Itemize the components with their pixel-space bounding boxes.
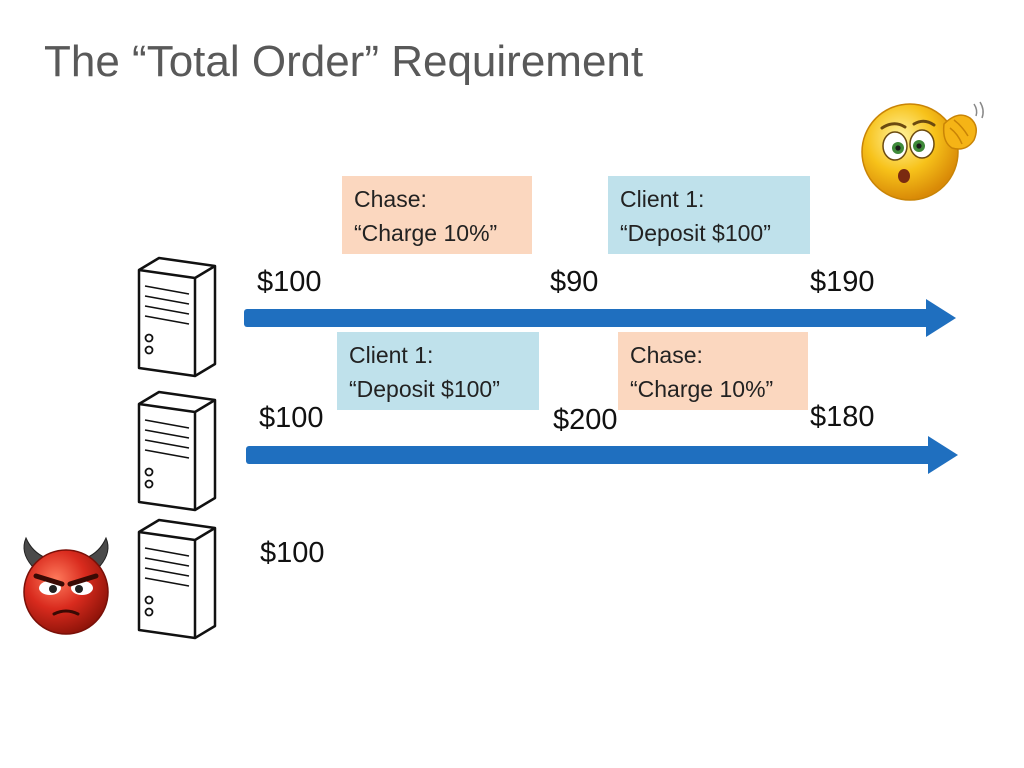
balance-server1-after-second: $190: [810, 266, 875, 298]
op-box-server2-charge: Chase: “Charge 10%”: [618, 332, 808, 410]
op-box-label: Client 1:: [349, 342, 434, 368]
server-icon: [137, 390, 217, 512]
balance-server2-initial: $100: [259, 402, 324, 434]
timeline-arrow-server2: [246, 436, 958, 474]
op-box-server2-deposit: Client 1: “Deposit $100”: [337, 332, 539, 410]
slide-title: The “Total Order” Requirement: [44, 37, 644, 86]
server-icon: [137, 256, 217, 378]
op-box-label: Client 1:: [620, 186, 705, 212]
balance-server1-after-first: $90: [550, 266, 599, 298]
balance-server2-after-first: $200: [553, 404, 618, 436]
devil-emoji-icon: [23, 536, 109, 635]
op-box-label: Chase:: [630, 342, 703, 368]
op-box-command: “Deposit $100”: [349, 376, 500, 402]
op-box-server1-deposit: Client 1: “Deposit $100”: [608, 176, 810, 254]
op-box-command: “Charge 10%”: [354, 220, 498, 246]
balance-server3-initial: $100: [260, 537, 325, 569]
balance-server1-initial: $100: [257, 266, 322, 298]
balance-server2-after-second: $180: [810, 401, 875, 433]
op-box-command: “Deposit $100”: [620, 220, 771, 246]
op-box-label: Chase:: [354, 186, 427, 212]
server-icon: [137, 518, 217, 640]
timeline-arrow-server1: [244, 299, 956, 337]
confused-emoji-icon: [861, 101, 984, 201]
op-box-command: “Charge 10%”: [630, 376, 774, 402]
op-box-server1-charge: Chase: “Charge 10%”: [342, 176, 532, 254]
